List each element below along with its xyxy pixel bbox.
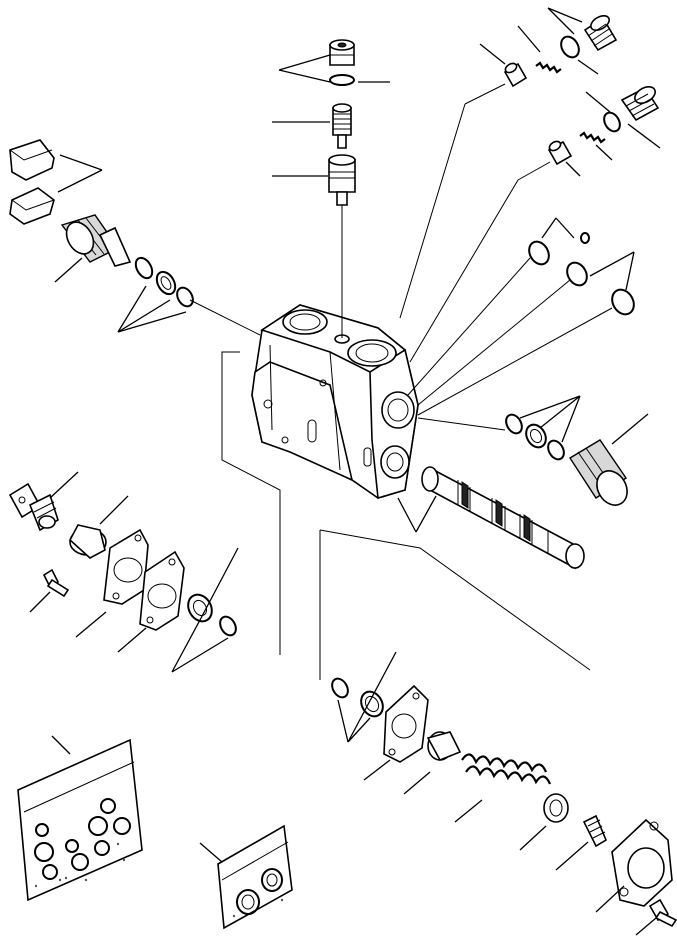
upper-relief-cap [583,14,618,52]
right-spool-o-ring-2 [547,439,565,461]
leader-lower-spool-end [319,529,591,680]
leader-left-spool-end [221,351,281,655]
spool-end-eye [8,482,59,532]
top-valve-seat [328,154,356,206]
lower-seal [360,690,384,718]
upper-relief-spring [535,61,562,74]
valve-body [251,304,419,500]
top-plug [329,39,355,66]
spool-end-o-ring [219,615,237,637]
lower-spring-seat [426,731,462,762]
lower-end-cap [611,818,673,907]
upper-relief-o-ring [560,35,580,59]
left-cartridge-clamp-top [9,139,55,181]
lower-cap-screw [648,898,677,928]
left-o-ring-2 [176,286,194,308]
left-relief-cartridge [60,214,132,267]
seal-kit-large [17,738,143,902]
main-spool [421,466,585,570]
lower-relief-spring [579,131,606,144]
seal-kit-small [217,824,293,930]
top-poppet [332,103,352,149]
spool-end-plate [103,528,149,605]
upper-relief-poppet [503,62,528,88]
callout-top-plug [278,54,331,83]
right-small-o-ring [580,232,590,244]
lower-spring-retainer [543,793,569,823]
right-spool-cap [569,439,628,506]
right-spool-o-ring [505,413,523,435]
lower-o-ring [331,677,349,699]
lower-spring [461,753,548,773]
lower-relief-o-ring [603,111,621,133]
spool-end-gasket [139,550,185,631]
lower-relief-cap [620,86,660,122]
right-o-ring-3 [611,288,635,316]
spool-end-bolt [42,568,70,598]
right-spool-backup-ring [525,423,547,449]
left-o-ring-1 [134,256,154,280]
right-o-ring-1 [528,240,550,266]
lower-relief-poppet [547,140,573,166]
left-cartridge-clamp-bottom [9,187,55,225]
spool-end-bushing [68,524,107,559]
right-o-ring-2 [566,261,588,287]
top-o-ring [329,74,355,86]
left-backup-ring [155,270,177,296]
lower-plate [383,684,429,763]
lower-bolt [582,814,608,848]
